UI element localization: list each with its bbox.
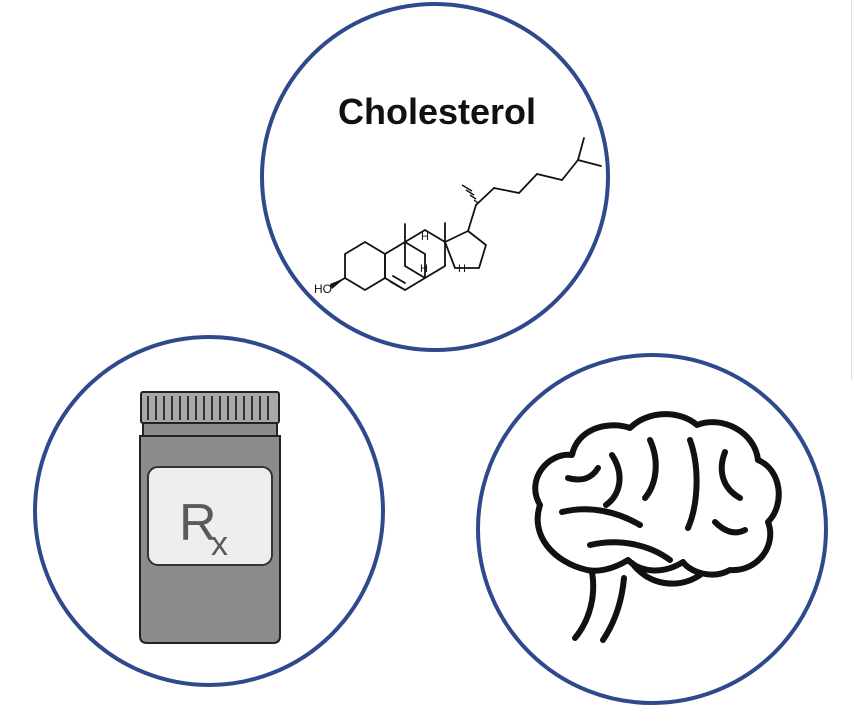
brain-fold-2 [587, 539, 673, 563]
bottle-cap [140, 391, 280, 424]
cholesterol-structure-icon [330, 137, 602, 291]
brain-fold-3 [603, 452, 623, 508]
wedge-bond [330, 278, 345, 289]
brain-stem-right [600, 575, 627, 643]
stereo-h-2: H [420, 263, 428, 275]
bottle-neck [142, 422, 278, 437]
brain-outline [532, 411, 782, 578]
brain-fold-1 [559, 506, 643, 528]
stereo-h-3: H [458, 263, 466, 275]
cap-ridges [147, 396, 269, 420]
cerebellum [629, 560, 703, 587]
cholesterol-circle [260, 2, 610, 352]
brain-fold-7 [712, 519, 748, 536]
edge-divider [851, 0, 852, 380]
brain-circle [476, 353, 828, 705]
brain-panel [476, 353, 828, 705]
medication-panel: R x [33, 335, 385, 687]
brain-stem-left [572, 569, 597, 641]
hashed-bond [461, 184, 479, 204]
brain-icon [532, 411, 782, 643]
brain-fold-4 [642, 437, 659, 501]
bottle-label [147, 466, 273, 566]
cholesterol-panel: Cholesterol [260, 2, 610, 352]
rx-symbol: R [179, 494, 217, 552]
rx-subscript: x [211, 525, 228, 563]
brain-fold-5 [685, 437, 700, 531]
hydroxyl-label: HO [314, 282, 332, 296]
brain-fold-8 [565, 465, 601, 483]
pill-bottle-icon: R x [139, 391, 281, 644]
cholesterol-title: Cholesterol [338, 91, 536, 132]
stereo-h-1: H [421, 231, 429, 243]
brain-fold-6 [718, 449, 743, 501]
